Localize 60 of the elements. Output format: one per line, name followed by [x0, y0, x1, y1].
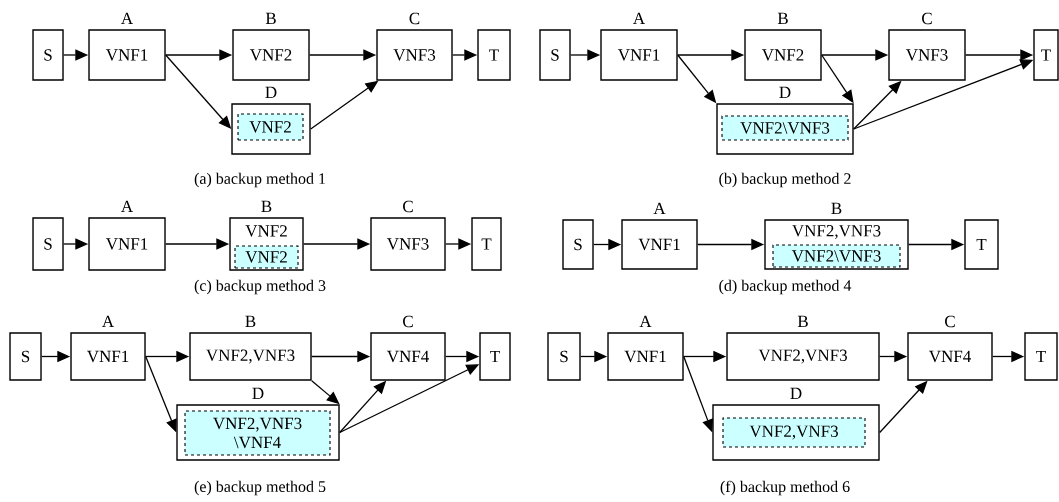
node-letter: C — [945, 315, 955, 328]
function-box: T — [471, 217, 502, 271]
node-letter: A — [102, 315, 115, 327]
function-box: VNF2,VNF3 — [189, 332, 312, 381]
node-letter: B — [797, 315, 808, 328]
node-letter: D — [265, 86, 277, 99]
function-box: S — [9, 332, 42, 381]
function-box: VNF4 — [370, 332, 446, 381]
function-box: VNF1 — [600, 29, 678, 81]
backup-box: VNF2,VNF3 \VNF4 — [184, 410, 331, 456]
node-letter: D — [252, 387, 264, 399]
node-letter: D — [779, 86, 791, 99]
function-box: S — [539, 29, 571, 81]
function-box: T — [479, 332, 511, 381]
function-box: S — [32, 217, 64, 271]
node-letter: A — [639, 315, 652, 327]
function-box: T — [477, 29, 511, 81]
function-box: S — [547, 332, 581, 381]
function-box: VNF1 — [88, 217, 166, 271]
node-letter: C — [403, 200, 413, 213]
function-box: S — [562, 219, 594, 270]
function-box: VNF2 — [744, 29, 822, 81]
node-letter: A — [653, 202, 666, 214]
node-letter: B — [261, 200, 272, 213]
function-box: VNF1 — [88, 29, 166, 81]
function-box: VNF1 — [70, 332, 146, 381]
node-letter: B — [831, 202, 842, 215]
node-letter: B — [245, 315, 256, 328]
function-box: VNF3 — [370, 217, 446, 271]
backup-box: VNF2\VNF3 — [721, 115, 849, 141]
function-box: VNF2 — [232, 29, 310, 81]
node-letter: C — [403, 315, 413, 328]
caption: (d) backup method 4 — [719, 279, 852, 295]
function-box: VNF1 — [607, 332, 684, 381]
function-box: VNF3 — [376, 29, 453, 81]
caption: (b) backup method 2 — [719, 172, 851, 188]
function-box: VNF3 — [888, 29, 966, 81]
node-letter: C — [409, 12, 420, 25]
function-box: S — [32, 29, 64, 81]
function-box: T — [1024, 332, 1058, 381]
caption: (c) backup method 3 — [194, 279, 326, 295]
backup-box: VNF2 — [237, 113, 304, 141]
caption: (e) backup method 5 — [194, 480, 326, 496]
node-letter: C — [922, 12, 932, 25]
node-letter: A — [633, 12, 645, 24]
caption: (a) backup method 1 — [194, 172, 326, 188]
node-letter: A — [121, 12, 134, 24]
node-letter: A — [121, 200, 134, 212]
function-box: VNF1 — [621, 219, 698, 270]
node-letter: D — [790, 387, 802, 399]
function-box: VNF2,VNF3 — [726, 332, 880, 381]
backup-box: VNF2,VNF3 — [722, 417, 866, 448]
backup-box: VNF2\VNF3 — [772, 244, 901, 268]
function-box: T — [1033, 29, 1059, 81]
function-box: T — [964, 219, 999, 270]
node-letter: B — [265, 12, 276, 25]
node-letter: B — [777, 12, 788, 25]
function-box: VNF4 — [907, 332, 993, 381]
backup-box: VNF2 — [234, 245, 299, 269]
caption: (f) backup method 6 — [720, 480, 850, 496]
